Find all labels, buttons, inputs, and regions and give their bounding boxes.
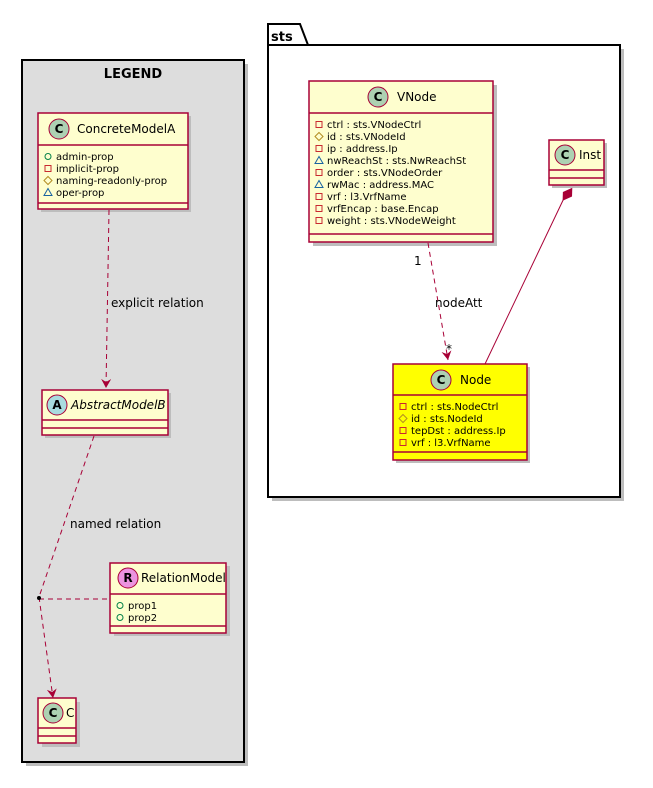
svg-text:C: C — [374, 90, 383, 104]
attribute: prop2 — [128, 613, 157, 624]
class-name: C — [66, 706, 74, 720]
attribute: oper-prop — [56, 188, 104, 199]
public-visibility-icon — [116, 602, 124, 609]
node-att-label: nodeAtt — [435, 296, 483, 310]
svg-text:C: C — [561, 148, 570, 162]
abstract-badge-icon — [46, 394, 68, 416]
class-badge-icon — [430, 369, 452, 391]
private-visibility-icon — [315, 169, 323, 176]
class-badge-icon — [367, 86, 389, 108]
svg-text:C: C — [437, 373, 446, 387]
protected-visibility-icon — [43, 175, 53, 186]
class-name: Node — [460, 373, 491, 387]
attribute: vrf : l3.VrfName — [327, 192, 407, 203]
class-badge-icon — [42, 702, 64, 724]
source-multiplicity: 1 — [414, 254, 422, 268]
attribute: tepDst : address.Ip — [411, 426, 506, 437]
attribute: id : sts.VNodeId — [327, 132, 406, 143]
explicit-relation: explicit relation — [101, 209, 204, 389]
private-visibility-icon — [399, 403, 407, 410]
abstract-model-b-class[interactable]: A AbstractModelB — [41, 389, 171, 438]
private-visibility-icon — [315, 217, 323, 224]
named-relation: named relation — [37, 435, 161, 699]
attribute: implicit-prop — [56, 164, 119, 175]
private-visibility-icon — [399, 439, 407, 446]
svg-text:C: C — [49, 706, 58, 720]
attribute: ctrl : sts.NodeCtrl — [411, 402, 498, 413]
class-badge-icon — [48, 118, 70, 140]
attribute: order : sts.VNodeOrder — [327, 168, 443, 179]
private-visibility-icon — [44, 165, 52, 172]
attribute: ctrl : sts.VNodeCtrl — [327, 120, 421, 131]
attribute: nwReachSt : sts.NwReachSt — [327, 156, 466, 167]
legend-title: LEGEND — [104, 67, 163, 82]
association-point — [37, 596, 41, 600]
c-class[interactable]: C C — [37, 697, 80, 747]
attribute: admin-prop — [56, 152, 114, 163]
package-visibility-icon — [314, 179, 324, 188]
public-visibility-icon — [116, 614, 124, 621]
attribute: prop1 — [128, 601, 157, 612]
private-visibility-icon — [315, 145, 323, 152]
explicit-relation-label: explicit relation — [111, 296, 204, 310]
composition-relation — [484, 187, 573, 365]
package-visibility-icon — [43, 187, 53, 196]
class-name: RelationModel — [141, 571, 226, 585]
inst-class[interactable]: C Inst — [548, 139, 607, 188]
class-name: Inst — [579, 148, 601, 162]
attribute-list: admin-propimplicit-propnaming-readonly-p… — [43, 152, 167, 199]
composition-diamond-icon — [562, 187, 573, 201]
package-visibility-icon — [314, 155, 324, 164]
private-visibility-icon — [315, 193, 323, 200]
attribute: rwMac : address.MAC — [327, 180, 434, 191]
class-name: ConcreteModelA — [77, 122, 176, 136]
class-name: AbstractModelB — [70, 398, 166, 412]
class-badge-icon — [554, 144, 576, 166]
private-visibility-icon — [315, 121, 323, 128]
public-visibility-icon — [44, 153, 52, 160]
attribute: id : sts.NodeId — [411, 414, 483, 425]
svg-text:A: A — [52, 398, 62, 412]
attribute: vrfEncap : base.Encap — [327, 204, 439, 215]
private-visibility-icon — [315, 205, 323, 212]
concrete-model-a-class[interactable]: C ConcreteModelA admin-propimplicit-prop… — [37, 112, 191, 212]
named-relation-label: named relation — [70, 517, 161, 531]
attribute: ip : address.Ip — [327, 144, 398, 155]
protected-visibility-icon — [398, 413, 408, 424]
relation-badge-icon — [117, 567, 139, 589]
attribute: vrf : l3.VrfName — [411, 438, 491, 449]
svg-text:R: R — [123, 571, 132, 585]
target-multiplicity: * — [446, 342, 452, 356]
attribute: naming-readonly-prop — [56, 176, 167, 187]
svg-text:C: C — [55, 122, 64, 136]
node-att-relation: nodeAtt 1 * — [414, 242, 483, 361]
class-name: VNode — [397, 90, 437, 104]
package-name: sts — [271, 30, 293, 45]
private-visibility-icon — [399, 427, 407, 434]
protected-visibility-icon — [314, 131, 324, 142]
attribute: weight : sts.VNodeWeight — [327, 216, 456, 227]
